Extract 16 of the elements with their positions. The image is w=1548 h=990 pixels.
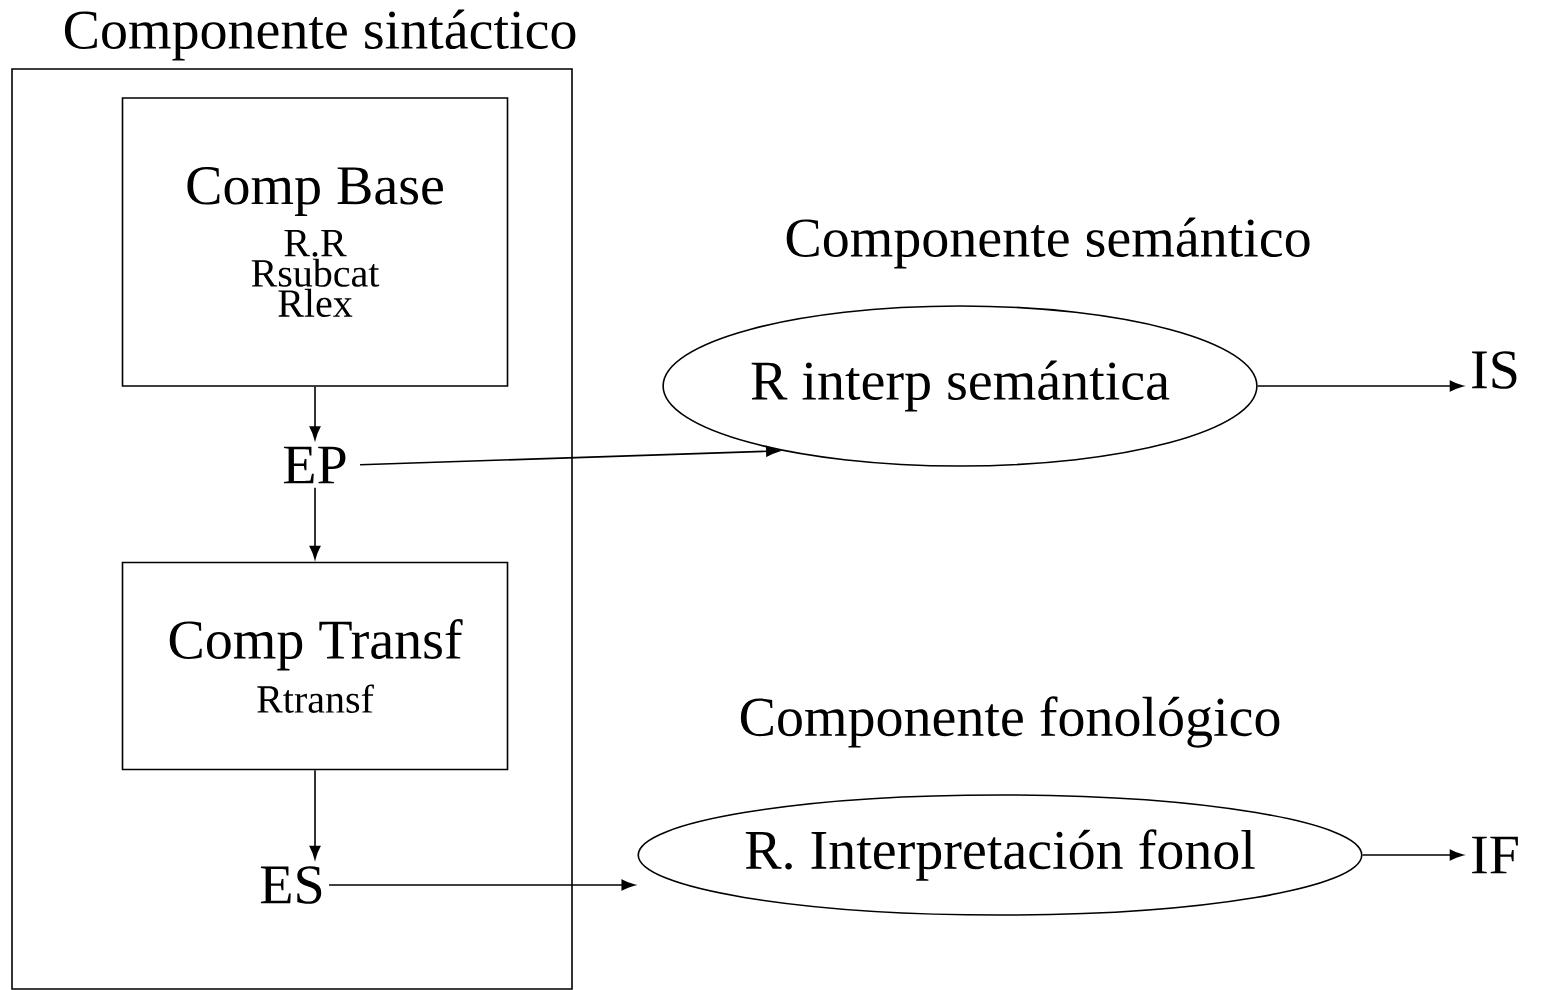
representation-label: ES [260,866,322,904]
component-box: Comp Base R.R Rsubcat Rlex [121,97,509,387]
arrow [309,769,321,860]
component-box: Comp Transf Rtransf [121,561,509,771]
arrow [1361,849,1464,861]
arrow [1256,380,1464,392]
arrow [309,486,321,560]
group-heading: Componente sintáctico [64,9,576,61]
component-heading: Componente fonológico [740,696,1280,748]
arrow [328,879,635,891]
representation-label: EP [283,446,346,484]
arrow [359,445,780,466]
component-heading: Componente semántico [786,217,1310,269]
representation-label: IF [1472,836,1518,874]
arrow [309,386,321,440]
representation-label: IS [1472,351,1517,389]
